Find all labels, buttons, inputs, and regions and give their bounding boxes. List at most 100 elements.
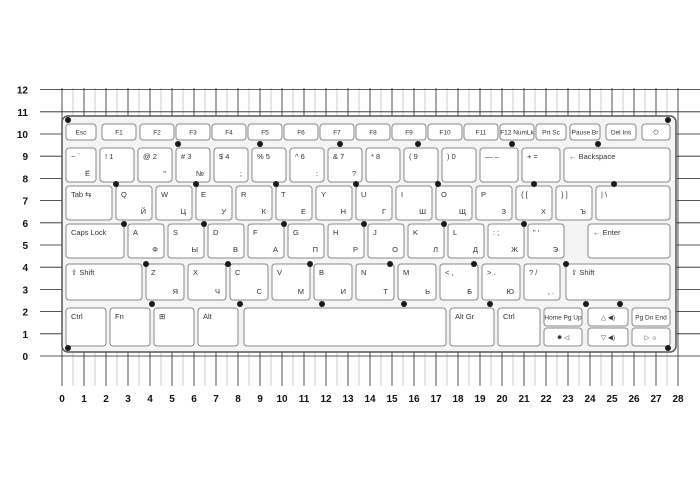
key-j: JО: [367, 223, 405, 259]
key-w: WЦ: [155, 185, 193, 221]
key-z: ZЯ: [145, 263, 185, 301]
key-cap: [397, 263, 437, 301]
key-home: Home Pg Up: [543, 307, 583, 327]
key-primary-label: B: [319, 268, 324, 277]
key-cap: [101, 123, 137, 141]
key-n: NТ: [355, 263, 395, 301]
key-cap: [475, 185, 513, 221]
key-cap: [197, 307, 239, 347]
screw-hole: [441, 221, 447, 227]
key-cyrillic-label: ;: [240, 169, 242, 178]
key-cap: [555, 185, 593, 221]
key-backspace: ← Backspace: [563, 147, 671, 183]
key-cap: [641, 123, 671, 141]
key-primary-label: " ': [533, 228, 540, 237]
key-f7: F7: [319, 123, 355, 141]
key-cap: [65, 263, 143, 301]
key-primary-label: N: [361, 268, 366, 277]
screw-hole: [401, 301, 407, 307]
key-primary-label: % 5: [257, 152, 270, 161]
key-up: △ ◀): [587, 307, 629, 327]
key-cyrillic-label: , .: [548, 287, 554, 296]
y-tick-label: 3: [22, 285, 28, 296]
key-primary-label: + =: [527, 152, 538, 161]
key-cyrillic-label: Э: [553, 245, 559, 254]
key-cap: [137, 147, 173, 183]
key-f: FА: [247, 223, 285, 259]
key-cyrillic-label: У: [221, 207, 226, 216]
y-tick-label: 0: [22, 352, 28, 363]
key-cap: [229, 263, 269, 301]
key-cap: [435, 185, 473, 221]
key-cap: [391, 123, 427, 141]
key-down: ▽ ◀): [587, 327, 629, 347]
key-cap: [155, 185, 193, 221]
key-g: GП: [287, 223, 325, 259]
key-cap: [449, 307, 495, 347]
key-primary-label: | \: [601, 190, 608, 199]
key-cap: [631, 307, 671, 327]
key-cap: [175, 123, 211, 141]
key-b: BИ: [313, 263, 353, 301]
key-cyrillic-label: Я: [173, 287, 178, 296]
screw-hole: [583, 301, 589, 307]
y-tick-label: 6: [22, 219, 28, 230]
x-tick-label: 10: [276, 394, 288, 405]
key-cap: [439, 263, 479, 301]
key-primary-label: < ,: [445, 268, 454, 277]
key-fn: Fn: [109, 307, 151, 347]
key-cc: CС: [229, 263, 269, 301]
key-cyrillic-label: Ё: [85, 169, 90, 178]
key-v: VМ: [271, 263, 311, 301]
mounting-holes: [65, 117, 671, 351]
key-cap: [447, 223, 485, 259]
key-primary-label: F2: [153, 130, 161, 137]
key-cap: [327, 223, 365, 259]
key-primary-label: U: [361, 190, 366, 199]
x-tick-label: 0: [59, 394, 65, 405]
key-cap: [65, 185, 113, 221]
key-primary-label: W: [161, 190, 169, 199]
key-primary-label: Fn: [115, 312, 124, 321]
key-primary-label: R: [241, 190, 247, 199]
screw-hole: [149, 301, 155, 307]
key-space: [243, 307, 447, 347]
key-primary-label: ( 9: [409, 152, 418, 161]
key-primary-label: Tab ⇆: [71, 190, 92, 199]
x-tick-label: 5: [169, 394, 175, 405]
key-primary-label: ▷ ☼: [645, 335, 658, 342]
x-tick-label: 4: [147, 394, 153, 405]
screw-hole: [435, 181, 441, 187]
screw-hole: [65, 345, 71, 351]
key-cyrillic-label: Ю: [506, 287, 514, 296]
key-primary-label: Caps Lock: [71, 228, 107, 237]
key-cap: [587, 223, 671, 259]
screw-hole: [387, 261, 393, 267]
key-power: ⏻: [641, 123, 671, 141]
key-primary-label: * 8: [371, 152, 380, 161]
key-d3: # 3№: [175, 147, 211, 183]
key-pgdn: Pg Dn End: [631, 307, 671, 327]
key-cyrillic-label: Р: [353, 245, 358, 254]
key-primary-label: ⇧ Shift: [71, 268, 95, 277]
key-primary-label: ^ 6: [295, 152, 305, 161]
x-tick-label: 20: [496, 394, 508, 405]
key-cap: [355, 185, 393, 221]
screw-hole: [281, 221, 287, 227]
key-primary-label: & 7: [333, 152, 344, 161]
key-minus: — –: [479, 147, 519, 183]
key-d7: & 7?: [327, 147, 363, 183]
key-primary-label: Ctrl: [503, 312, 515, 321]
key-i: IШ: [395, 185, 433, 221]
key-primary-label: Alt: [203, 312, 213, 321]
key-cap: [247, 123, 283, 141]
key-rbr: } ]Ъ: [555, 185, 593, 221]
key-cap: [327, 147, 363, 183]
key-x: XЧ: [187, 263, 227, 301]
y-tick-label: 5: [22, 241, 28, 252]
key-cap: [499, 123, 535, 141]
screw-hole: [257, 141, 263, 147]
key-cyrillic-label: :: [316, 169, 318, 178]
y-tick-label: 8: [22, 174, 28, 185]
screw-hole: [415, 141, 421, 147]
